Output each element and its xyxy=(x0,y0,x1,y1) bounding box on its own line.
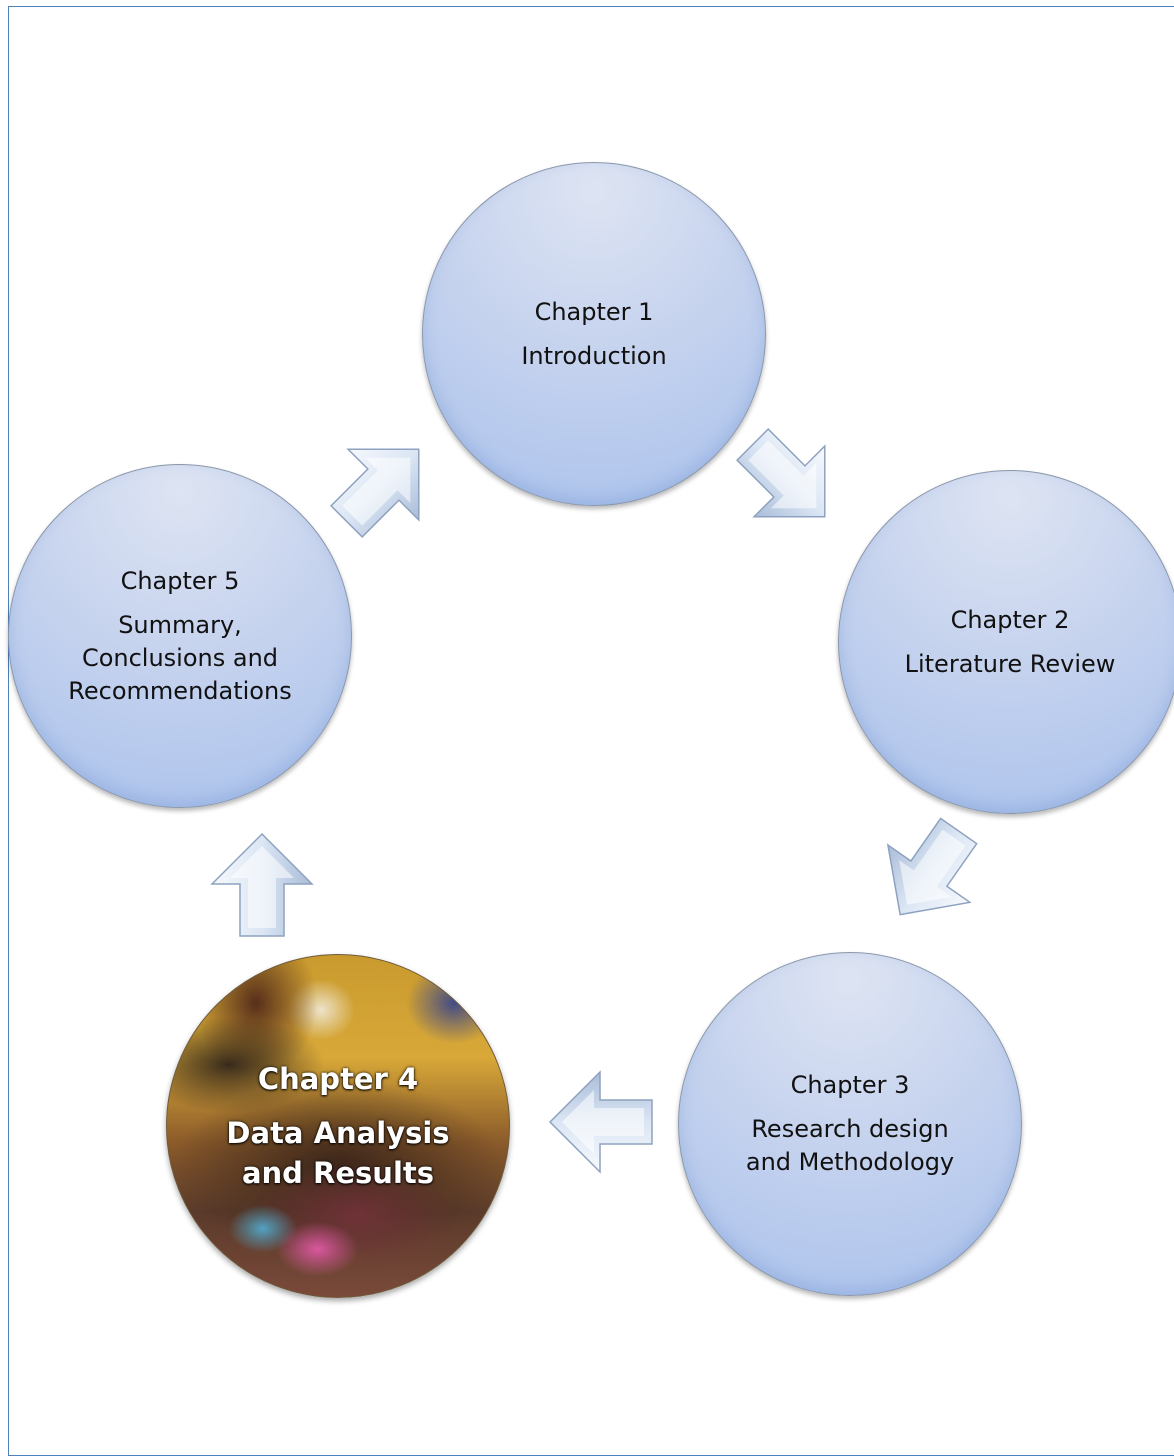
arrow-chapter3-to-chapter4 xyxy=(542,1062,662,1182)
arrow-chapter5-to-chapter1 xyxy=(297,401,467,571)
chapter-2-subtitle: Literature Review xyxy=(904,649,1116,678)
chapter-4-photo-node: Chapter 4 Data Analysis and Results xyxy=(166,954,510,1298)
arrow-chapter4-to-chapter5 xyxy=(202,826,322,946)
chapter-3-node: Chapter 3 Research design and Methodolog… xyxy=(678,952,1022,1296)
chapter-4-title: Chapter 4 xyxy=(257,1062,419,1096)
arrow-chapter2-to-chapter3 xyxy=(846,788,1013,955)
chapter-1-subtitle: Introduction xyxy=(521,341,667,370)
chapter-3-subtitle: Research design and Methodology xyxy=(745,1115,955,1176)
chapter-5-subtitle: Summary, Conclusions and Recommendations xyxy=(68,610,292,705)
arrow-chapter1-to-chapter2 xyxy=(703,395,873,565)
chapter-2-title: Chapter 2 xyxy=(950,605,1070,634)
arrow-right-icon xyxy=(736,428,826,518)
arrow-right-icon xyxy=(330,448,420,538)
chapter-1-node: Chapter 1 Introduction xyxy=(422,162,766,506)
chapter-1-title: Chapter 1 xyxy=(534,297,654,326)
chapter-5-node: Chapter 5 Summary, Conclusions and Recom… xyxy=(8,464,352,808)
chapter-5-title: Chapter 5 xyxy=(120,566,240,595)
chapter-3-title: Chapter 3 xyxy=(790,1071,910,1099)
chapter-2-node: Chapter 2 Literature Review xyxy=(838,470,1174,814)
arrow-right-icon xyxy=(548,1070,653,1174)
arrow-right-icon xyxy=(210,832,314,937)
arrow-right-icon xyxy=(886,817,978,916)
chapter-4-subtitle: Data Analysis and Results xyxy=(226,1116,450,1190)
